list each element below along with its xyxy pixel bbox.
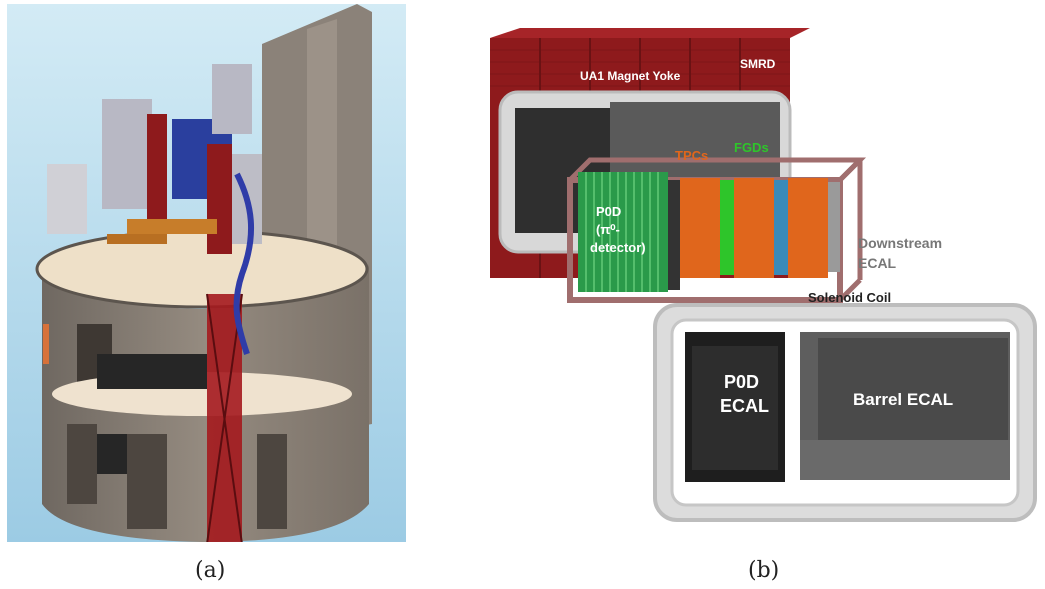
dark-equipment <box>97 354 207 389</box>
label-magnet-yoke: UA1 Magnet Yoke <box>580 69 681 83</box>
inner-detector: P0D (π⁰- detector) TPCs FGDs <box>567 140 867 303</box>
fgd-2 <box>774 180 788 275</box>
top-floor <box>37 231 367 307</box>
detector-schematic-svg: UA1 Magnet Yoke SMRD P0D (π⁰- detector) <box>490 28 1037 522</box>
solenoid-assembly: Solenoid Coil P0D ECAL Barrel ECAL <box>653 290 1037 522</box>
red-tower-brace <box>206 293 243 545</box>
label-downstream-2: ECAL <box>858 255 897 271</box>
barrel-ecal-bottom <box>800 440 1010 480</box>
label-fgds: FGDs <box>734 140 769 155</box>
pit-rendering-image <box>7 4 406 545</box>
magnet-coil-red <box>207 144 232 254</box>
fgd-1 <box>720 180 734 275</box>
pit-rendering <box>7 4 406 545</box>
label-p0d-2: (π⁰- <box>596 222 620 237</box>
orange-rails <box>127 219 217 234</box>
p0d-end <box>668 180 680 290</box>
tpc-3 <box>788 178 828 278</box>
shaft-window <box>67 424 97 504</box>
label-downstream-1: Downstream <box>858 235 942 251</box>
orange-patch <box>43 324 49 364</box>
magnet-half-right <box>212 64 252 134</box>
label-solenoid-coil: Solenoid Coil <box>808 290 891 305</box>
dark-equipment <box>97 434 127 474</box>
orange-rails <box>107 234 167 244</box>
magnet-coil-red <box>147 114 167 219</box>
label-p0d-3: detector) <box>590 240 646 255</box>
label-barrel-ecal: Barrel ECAL <box>853 390 953 409</box>
blue-cables <box>233 172 254 355</box>
cabinet <box>47 164 87 234</box>
tpc-1 <box>680 178 720 278</box>
tpc-2 <box>734 178 774 278</box>
magnet-half-left <box>102 99 152 209</box>
label-tpcs: TPCs <box>675 148 708 163</box>
caption-a: (a) <box>195 558 226 583</box>
label-p0d-1: P0D <box>596 204 621 219</box>
label-smrd: SMRD <box>740 57 776 71</box>
caption-b: (b) <box>748 558 780 583</box>
label-p0d-ecal-2: ECAL <box>720 396 769 416</box>
shaft-window <box>257 434 287 529</box>
detector-schematic: UA1 Magnet Yoke SMRD P0D (π⁰- detector) <box>480 20 1040 530</box>
p0d-ecal-face <box>692 346 778 470</box>
label-p0d-ecal-1: P0D <box>724 372 759 392</box>
p0d-block <box>578 172 668 292</box>
downstream-ecal-block <box>828 182 840 272</box>
shaft-window <box>127 434 167 529</box>
